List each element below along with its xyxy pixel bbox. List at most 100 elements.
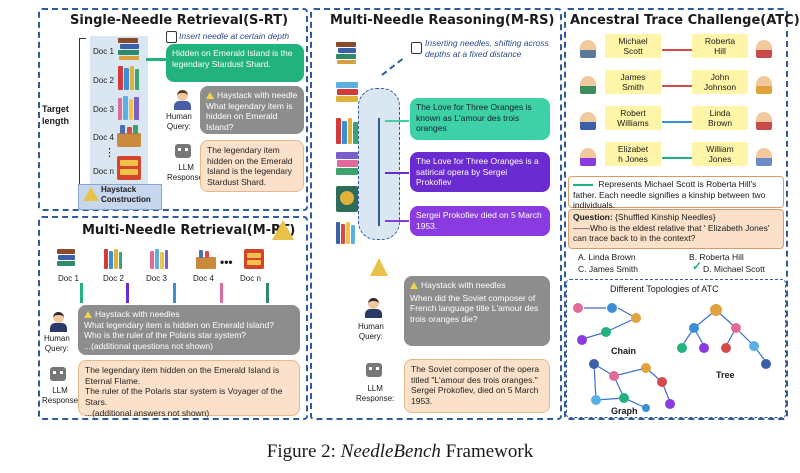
- mrs-books-6-icon: [336, 222, 356, 244]
- correct-check-icon: ✓: [692, 259, 703, 273]
- atc-question-text: {Shuffled Kinship Needles} ——Who is the …: [573, 212, 770, 244]
- atc-option-a: A. Linda Brown: [578, 252, 636, 262]
- atc-topo-title: Different Topologies of ATC: [610, 284, 719, 294]
- mrt-needle-arrow-1: [80, 283, 83, 303]
- mrs-llm-icon: [366, 363, 382, 377]
- haystack-small-icon: [84, 310, 92, 318]
- atc-name-james-smith: James Smith: [605, 70, 661, 95]
- mrt-needle-arrow-4: [220, 283, 223, 303]
- atc-person-robert-icon: [580, 112, 596, 130]
- mrt-doc-1: Doc 1: [58, 274, 79, 283]
- caption-italic: NeedleBench: [340, 441, 441, 462]
- mrt-needle-arrow-2: [126, 283, 129, 303]
- atc-title: Ancestral Trace Challenge(ATC): [570, 13, 800, 28]
- atc-option-d: D. Michael Scott: [703, 264, 765, 274]
- srt-needle-arrow: [146, 58, 166, 61]
- srt-insert-label: Insert needle at certain depth: [179, 31, 290, 41]
- atc-legend-text: Represents Michael Scott is Roberta Hill…: [573, 179, 766, 211]
- mrs-books-2-icon: [336, 82, 358, 106]
- mrs-books-1-icon: [336, 42, 356, 64]
- atc-person-elizabeth-icon: [580, 148, 596, 166]
- mrs-needle-arrow-2: [385, 172, 409, 174]
- atc-name-michael-scott: Michael Scott: [605, 34, 661, 59]
- mrs-insert-label: Inserting needles, shifting across depth…: [425, 38, 549, 59]
- mrt-query-box: Haystack with needles What legendary ite…: [78, 305, 300, 355]
- mrs-needle-3: Sergei Prokofiev died on 5 March 1953.: [410, 206, 550, 236]
- atc-link-arrow-2: [662, 85, 692, 87]
- srt-books-1-icon: [118, 38, 140, 60]
- mrt-needle-arrow-3: [173, 283, 176, 303]
- mrs-insert-icon: [411, 42, 422, 54]
- caption-prefix: Figure 2:: [266, 441, 341, 462]
- haystack-icon: [83, 187, 99, 201]
- atc-topology-graphic: [573, 303, 771, 412]
- srt-llm-icon: [175, 144, 191, 158]
- srt-doc-1: Doc 1: [93, 47, 114, 56]
- srt-doc-2: Doc 2: [93, 76, 114, 85]
- srt-books-4-icon: [117, 125, 141, 147]
- mrs-query-box: Haystack with needles When did the Sovie…: [404, 276, 550, 346]
- mrs-human-label: Human Query:: [358, 322, 384, 341]
- srt-books-2-icon: [118, 66, 140, 90]
- mrs-needle-arrow-1: [385, 120, 409, 122]
- atc-topo-graph: Graph: [611, 406, 638, 416]
- srt-query-head: Haystack with needle: [217, 90, 298, 100]
- mrt-books-5-icon: [244, 249, 264, 269]
- mrt-doc-2: Doc 2: [103, 274, 124, 283]
- srt-title: Single-Needle Retrieval(S-RT): [70, 13, 289, 28]
- needle-legend-icon: [573, 183, 593, 186]
- mrt-llm-label: LLM Response: [42, 386, 79, 405]
- srt-response-box: The legendary item hidden on the Emerald…: [200, 140, 304, 192]
- atc-person-michael-icon: [580, 40, 596, 58]
- srt-needle-box: Hidden on Emerald Island is the legendar…: [166, 44, 304, 82]
- mrt-human-label: Human Query:: [44, 334, 70, 353]
- mrt-books-4-icon: [196, 250, 216, 269]
- srt-human-label: Human Query:: [166, 112, 192, 131]
- atc-question-label: Question:: [573, 212, 613, 222]
- atc-person-william-icon: [756, 148, 772, 166]
- srt-books-3-icon: [118, 96, 140, 120]
- mrt-dots: •••: [220, 255, 233, 269]
- mrt-query-head: Haystack with needles: [95, 309, 180, 319]
- srt-doc-n: Doc n: [93, 167, 114, 176]
- mrs-haystack-icon: [370, 258, 388, 276]
- srt-dots: ⋮: [104, 147, 115, 159]
- mrt-panel: [38, 216, 308, 420]
- atc-link-arrow-4: [662, 157, 692, 159]
- atc-question-box: Question: {Shuffled Kinship Needles} ——W…: [568, 209, 784, 249]
- mrt-query-text: What legendary item is hidden on Emerald…: [84, 319, 274, 351]
- srt-panel: [38, 8, 308, 211]
- atc-option-b: B. Roberta Hill: [689, 252, 744, 262]
- mrt-title: Multi-Needle Retrieval(M-RT): [82, 223, 296, 238]
- atc-panel: [564, 8, 788, 420]
- mrs-response-box: The Soviet composer of the opera titled …: [404, 359, 550, 413]
- mrs-books-5-icon: [336, 186, 358, 212]
- mrt-needle-arrow-5: [266, 283, 269, 303]
- srt-haystack-label: Haystack Construction: [101, 185, 151, 204]
- atc-link-arrow-1: [662, 49, 692, 51]
- atc-name-roberta-hill: Roberta Hill: [692, 34, 748, 59]
- target-bracket: [79, 38, 86, 190]
- atc-name-john-johnson: John Johnson: [692, 70, 748, 95]
- atc-name-robert-williams: Robert Williams: [605, 106, 661, 131]
- atc-topo-chain: Chain: [611, 346, 637, 356]
- atc-person-james-icon: [580, 76, 596, 94]
- mrt-haystack-icon: [272, 220, 294, 240]
- atc-option-c: C. James Smith: [578, 264, 638, 274]
- srt-query-text: What legendary item is hidden on Emerald…: [206, 100, 293, 132]
- atc-name-william-jones: William Jones: [692, 142, 748, 167]
- mrt-doc-3: Doc 3: [146, 274, 167, 283]
- srt-query-box: Haystack with needle What legendary item…: [200, 86, 304, 134]
- srt-doc-3: Doc 3: [93, 105, 114, 114]
- mrs-query-text: When did the Soviet composer of French l…: [410, 292, 539, 324]
- insert-icon: [166, 31, 177, 43]
- mrt-books-3-icon: [150, 249, 168, 269]
- atc-topology-panel: [566, 279, 786, 418]
- mrs-shift-arrows: [378, 118, 380, 226]
- atc-link-arrow-3: [662, 121, 692, 123]
- mrt-llm-icon: [50, 367, 66, 381]
- mrs-title: Multi-Needle Reasoning(M-RS): [330, 13, 555, 28]
- srt-llm-label: LLM Response:: [167, 163, 206, 182]
- mrs-needle-arrow-3: [385, 220, 409, 222]
- caption-suffix: Framework: [440, 441, 534, 462]
